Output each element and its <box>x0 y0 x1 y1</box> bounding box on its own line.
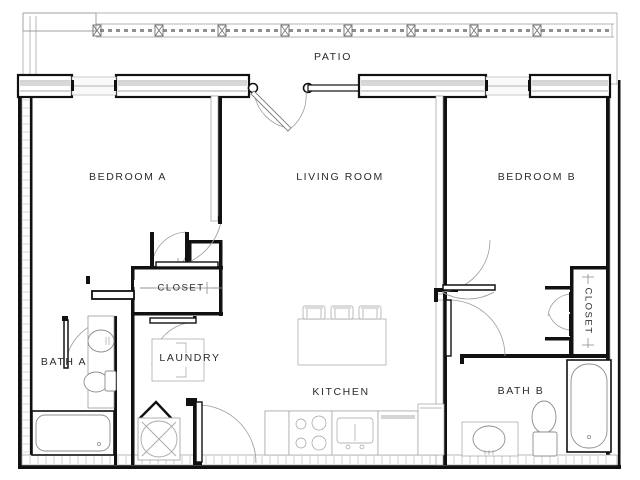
kitchen-refrigerator-icon <box>417 403 445 456</box>
bath-a-tub-icon <box>31 410 115 456</box>
kitchen-fixtures <box>264 305 445 456</box>
door-kitchen-hall <box>195 401 257 464</box>
room-label-closet-b: CLOSET <box>582 287 593 334</box>
kitchen-dishwasher-icon <box>377 410 419 456</box>
window-bedroom-b-wide <box>357 73 488 99</box>
door-closet-b <box>547 292 573 336</box>
window-bedroom-a-left <box>16 73 74 99</box>
bath-b-tub-icon <box>566 359 612 453</box>
door-bedroom-b <box>441 239 496 300</box>
bath-b-toilet-icon <box>531 400 558 457</box>
top-wall-openings <box>16 73 612 132</box>
water-heater-icon <box>137 400 181 461</box>
laundry-washer-icon <box>151 338 205 382</box>
kitchen-sink-icon <box>331 410 379 456</box>
room-label-laundry: LAUNDRY <box>159 352 220 364</box>
bath-a-sink-icon <box>87 329 115 353</box>
bath-b-sink-icon <box>461 421 519 457</box>
room-label-patio: PATIO <box>314 51 352 63</box>
door-closet-a <box>150 231 219 268</box>
room-label-kitchen: KITCHEN <box>312 386 369 398</box>
room-labels: BEDROOM A LIVING ROOM BEDROOM B CLOSET B… <box>41 171 594 398</box>
patio-area: PATIO <box>22 12 618 88</box>
interior-walls <box>86 95 608 466</box>
room-label-bath-a: BATH A <box>41 356 87 368</box>
room-label-bedroom-b: BEDROOM B <box>498 171 577 183</box>
window-bedroom-b-right <box>528 73 612 99</box>
room-label-bath-b: BATH B <box>498 385 545 397</box>
closet-b-label-group: CLOSET <box>582 274 594 348</box>
window-bedroom-a-wide <box>114 73 251 99</box>
exterior-walls <box>18 80 621 469</box>
patio-railing <box>92 23 614 38</box>
slider-glazing-right <box>485 76 531 96</box>
kitchen-island-icon <box>297 305 387 366</box>
room-label-bedroom-a: BEDROOM A <box>89 171 167 183</box>
bath-a-fixtures <box>31 315 117 456</box>
laundry-fixtures <box>137 338 205 461</box>
door-bath-b <box>445 299 506 357</box>
closet-a-label-group: CLOSET <box>140 282 222 294</box>
room-label-living-room: LIVING ROOM <box>296 171 384 183</box>
bath-a-toilet-icon <box>83 370 117 393</box>
kitchen-range-icon <box>288 410 333 456</box>
room-label-closet-a: CLOSET <box>157 283 204 294</box>
slider-glazing-left <box>71 76 117 96</box>
bath-b-fixtures <box>461 359 612 457</box>
